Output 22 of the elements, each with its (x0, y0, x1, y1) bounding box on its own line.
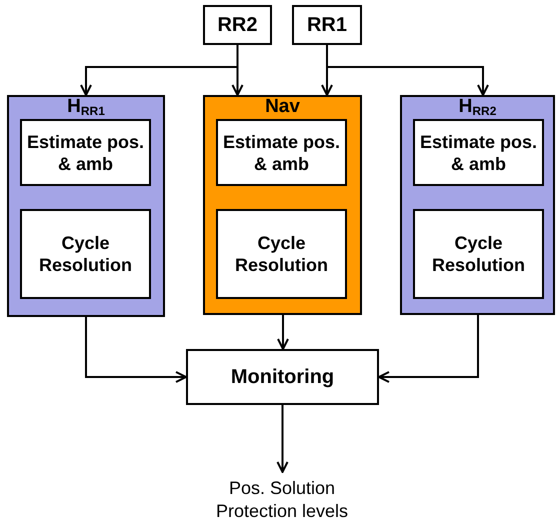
process-box: Monitoring (186, 349, 379, 405)
arrow (378, 315, 479, 383)
process-box: Cycle Resolution (413, 209, 544, 299)
arrow (232, 45, 244, 96)
arrow (276, 405, 288, 473)
process-box: Cycle Resolution (20, 209, 151, 299)
process-box: Cycle Resolution (216, 209, 347, 299)
arrow (326, 45, 489, 96)
filter-panel (400, 95, 555, 315)
panel-title: Nav (264, 97, 301, 116)
panel-title: H$_{RR1}$ (66, 97, 106, 116)
process-box: Estimate pos. & amb (20, 119, 151, 186)
arrow (85, 317, 187, 383)
panel-title: H$_{RR2}$ (458, 97, 498, 116)
source-box: RR2 (203, 5, 272, 45)
process-box: Estimate pos. & amb (413, 119, 544, 186)
filter-panel (7, 95, 165, 317)
arrow (277, 315, 289, 350)
filter-panel (203, 95, 362, 315)
source-box: RR1 (292, 5, 362, 45)
process-box: Estimate pos. & amb (216, 119, 347, 186)
output-text: Pos. Solution Protection levels (202, 476, 362, 524)
